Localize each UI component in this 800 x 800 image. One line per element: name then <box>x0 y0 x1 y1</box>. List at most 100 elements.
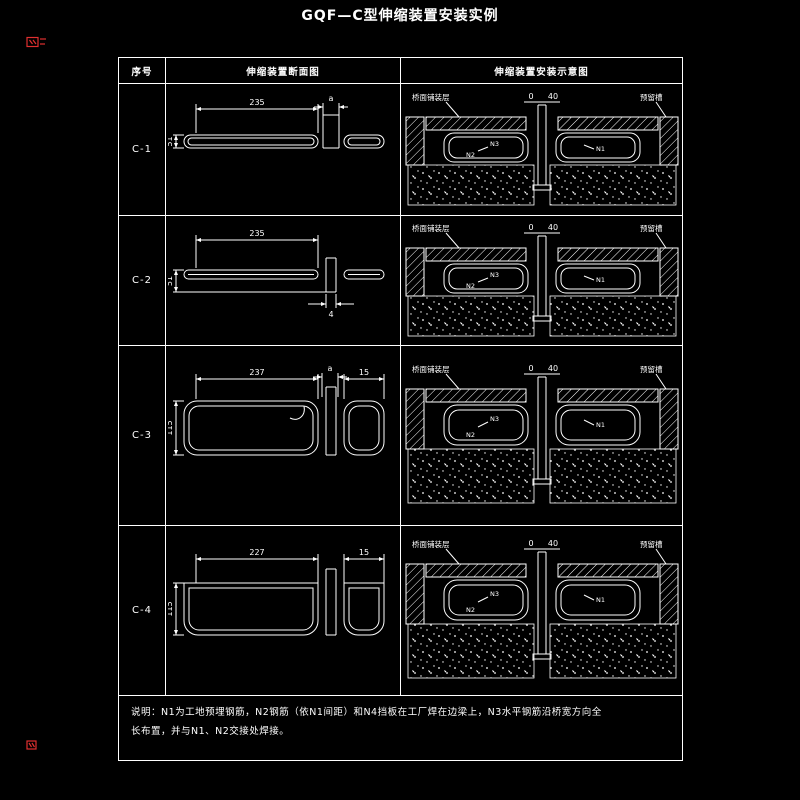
section-drawing-c2: 235 4 5 <box>168 229 385 319</box>
svg-text:51: 51 <box>168 136 174 146</box>
rebar-label-n2: N2 <box>466 282 475 290</box>
pavement-label: 桥面铺装层 <box>412 92 450 102</box>
center-seal <box>532 551 551 659</box>
pavement-label: 桥面铺装层 <box>412 364 450 374</box>
svg-text:4: 4 <box>328 310 333 319</box>
table-header-install: 伸缩装置安装示意图 <box>401 58 682 84</box>
svg-text:235: 235 <box>249 229 264 238</box>
dim-gap: a <box>314 94 348 115</box>
note-line-1: 说明：N1为工地预埋钢筋，N2钢筋（依N1间距）和N4挡板在工厂焊在边梁上，N3… <box>131 707 602 718</box>
pavement-label: 桥面铺装层 <box>412 223 450 233</box>
rebar-label-n1: N1 <box>596 276 605 284</box>
install-drawing-c2: 桥面铺装层 预留槽 0 40 <box>405 223 678 336</box>
concrete <box>407 164 676 205</box>
section-drawing-c4: 227 15 115 <box>168 548 385 635</box>
dim-gap-range: 0 40 <box>523 539 560 549</box>
joint-profile <box>183 568 385 635</box>
svg-text:a: a <box>329 94 334 103</box>
slot-label: 预留槽 <box>640 364 663 374</box>
svg-text:a: a <box>328 364 333 373</box>
page-title: GQF—C型伸缩装置安装实例 <box>301 8 499 24</box>
svg-text:0: 0 <box>528 364 533 373</box>
pavement-label: 桥面铺装层 <box>412 539 450 549</box>
edge-beams <box>443 263 640 293</box>
svg-text:40: 40 <box>547 223 557 232</box>
edge-beams <box>443 132 640 162</box>
table: 序号 伸缩装置断面图 伸缩装置安装示意图 C-1 235 a <box>118 57 683 761</box>
pavement-layer <box>405 247 678 296</box>
install-cell-c2: 桥面铺装层 预留槽 0 40 <box>401 216 682 346</box>
slot-label: 预留槽 <box>640 539 663 549</box>
install-drawing-c3: 桥面铺装层 预留槽 0 40 <box>405 364 678 503</box>
slot-label: 预留槽 <box>640 223 663 233</box>
rebar-label-n2: N2 <box>466 606 475 614</box>
dim-width: 227 <box>195 548 319 583</box>
svg-text:40: 40 <box>547 364 557 373</box>
section-cell-c3: 237 a 15 <box>166 346 401 526</box>
dim-lip: 15 <box>343 548 385 583</box>
note-line-2: 长布置，并与N1、N2交接处焊接。 <box>131 725 290 737</box>
svg-text:227: 227 <box>249 548 264 557</box>
dim-height: 115 <box>168 400 184 455</box>
svg-text:15: 15 <box>359 368 369 377</box>
rebar-label-n1: N1 <box>596 145 605 153</box>
svg-text:115: 115 <box>168 420 174 435</box>
install-cell-c4: 桥面铺装层 预留槽 0 40 <box>401 526 682 696</box>
dim-height: 51 <box>168 269 326 292</box>
rebar-label-n2: N2 <box>466 431 475 439</box>
joint-profile <box>183 257 385 292</box>
concrete <box>407 623 676 678</box>
rebar-label-n2: N2 <box>466 151 475 159</box>
serial-cell-c2: C-2 <box>119 216 166 346</box>
install-drawing-c1: 桥面铺装层 预留槽 0 40 <box>405 92 678 205</box>
concrete <box>407 448 676 503</box>
dim-gap-range: 0 40 <box>523 364 560 374</box>
center-seal <box>532 104 551 190</box>
section-drawing-c1: 235 a 5 <box>168 94 385 148</box>
notes: 说明：N1为工地预埋钢筋，N2钢筋（依N1间距）和N4挡板在工厂焊在边梁上，N3… <box>119 696 682 760</box>
install-cell-c1: 桥面铺装层 预留槽 0 40 <box>401 84 682 216</box>
serial-cell-c3: C-3 <box>119 346 166 526</box>
serial-cell-c1: C-1 <box>119 84 166 216</box>
svg-text:235: 235 <box>249 98 264 107</box>
svg-text:51: 51 <box>168 275 174 285</box>
svg-text:0: 0 <box>528 92 533 101</box>
table-header-section: 伸缩装置断面图 <box>166 58 401 84</box>
rebar-label-n3: N3 <box>490 140 499 148</box>
dim-width: 237 <box>195 368 319 399</box>
dim-gap-range: 0 40 <box>523 223 560 233</box>
svg-text:115: 115 <box>168 601 174 616</box>
joint-profile <box>183 114 385 148</box>
dim-width: 235 <box>195 229 319 268</box>
dim-gap-range: 0 40 <box>523 92 560 102</box>
section-drawing-c3: 237 a 15 <box>168 364 385 455</box>
rebar-label-n1: N1 <box>596 596 605 604</box>
slot-label: 预留槽 <box>640 92 663 102</box>
install-cell-c3: 桥面铺装层 预留槽 0 40 <box>401 346 682 526</box>
section-cell-c2: 235 4 5 <box>166 216 401 346</box>
dim-height: 115 <box>168 582 184 635</box>
dim-width: 235 <box>195 98 319 133</box>
serial-cell-c4: C-4 <box>119 526 166 696</box>
edge-beams <box>443 404 640 445</box>
red-stamp-icon <box>26 740 42 751</box>
rebar-label-n3: N3 <box>490 271 499 279</box>
section-cell-c4: 227 15 115 <box>166 526 401 696</box>
center-seal <box>532 235 551 321</box>
section-cell-c1: 235 a 5 <box>166 84 401 216</box>
pavement-layer <box>405 116 678 165</box>
dim-lip: 15 <box>343 368 385 399</box>
svg-text:0: 0 <box>528 223 533 232</box>
concrete <box>407 295 676 336</box>
svg-text:237: 237 <box>249 368 264 377</box>
center-seal <box>532 376 551 484</box>
rebar-label-n3: N3 <box>490 415 499 423</box>
dim-height: 51 <box>168 134 184 148</box>
table-header-serial: 序号 <box>119 58 166 84</box>
install-drawing-c4: 桥面铺装层 预留槽 0 40 <box>405 539 678 678</box>
pavement-layer <box>405 388 678 449</box>
svg-text:15: 15 <box>359 548 369 557</box>
svg-text:0: 0 <box>528 539 533 548</box>
rebar-label-n3: N3 <box>490 590 499 598</box>
dim-gap: 4 <box>308 293 354 319</box>
